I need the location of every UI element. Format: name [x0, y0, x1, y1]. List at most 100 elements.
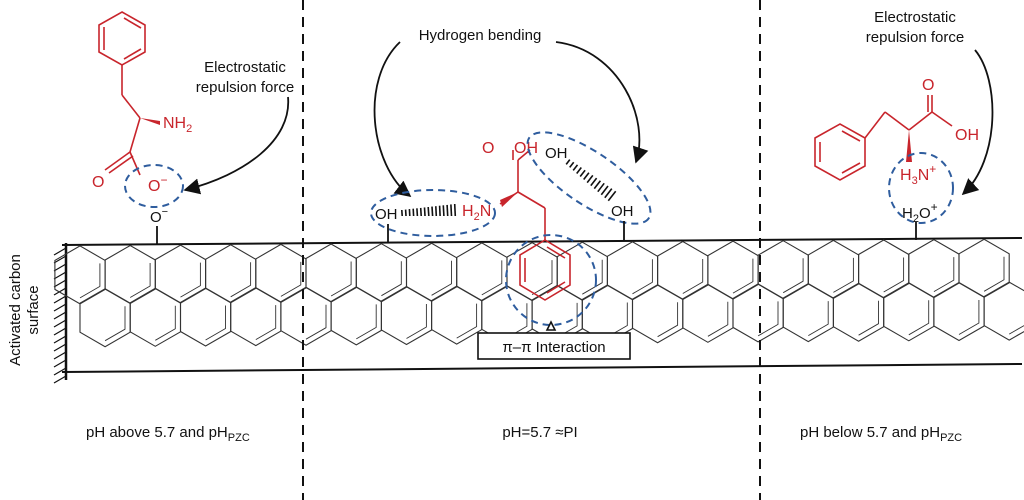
hatch-mark — [53, 327, 67, 336]
force-label-line-2: repulsion force — [866, 29, 964, 46]
carbon-ring-inner-bond — [104, 306, 126, 342]
acid-hydroxyl: OH — [955, 127, 979, 144]
panel-right: Electrostatic repulsion force O OH H3N+ … — [800, 9, 994, 444]
wedge-bond — [906, 130, 912, 162]
hatch-mark — [53, 319, 67, 328]
carbon-ring-inner-bond — [356, 304, 377, 340]
pi-pi-box — [477, 332, 631, 360]
repulsion-highlight — [124, 164, 184, 208]
hbond-hash — [590, 177, 598, 187]
carbon-surface — [53, 237, 1024, 384]
carbon-ring — [154, 244, 207, 304]
hbond-hash — [431, 206, 434, 217]
carbon-ring-inner-bond — [1008, 325, 1024, 335]
surface-hydronium-group: H2O+ — [902, 200, 938, 225]
wedge-bond — [140, 118, 160, 125]
carbon-ring-inner-bond — [456, 303, 478, 339]
carbon-ring — [832, 282, 885, 342]
carbon-ring — [255, 243, 307, 304]
hbond-highlight-left — [370, 189, 496, 237]
carbon-ring-inner-bond — [757, 301, 779, 337]
bending-arrow-right — [555, 41, 649, 164]
hbond-hash — [419, 207, 422, 217]
hatch-mark — [53, 367, 67, 376]
acid-hydroxyl: OH — [514, 140, 538, 157]
surface-label-line-1: Activated carbon — [7, 254, 24, 366]
benzene-ring — [98, 11, 146, 66]
carbon-ring — [280, 286, 332, 346]
carbonyl-oxygen: O — [92, 174, 104, 191]
hydrogen-bond-right — [565, 159, 617, 202]
hbond-hash — [565, 159, 571, 165]
carbonyl-oxygen: O — [482, 140, 494, 157]
force-label-line-1: Electrostatic — [204, 59, 286, 76]
hbond-hash — [597, 182, 605, 193]
hbond-highlight-right — [526, 131, 652, 225]
surface-bottom-edge — [61, 363, 1023, 373]
hbond-hash — [600, 185, 609, 196]
condition-label: pH=5.7 ≈PI — [502, 424, 577, 441]
carboxylate-oxygen: O− — [148, 173, 167, 195]
force-label-line-1: Electrostatic — [874, 9, 956, 26]
hbond-hash — [423, 207, 426, 217]
surface-label-line-2: surface — [25, 285, 42, 334]
carbon-ring-inner-bond — [782, 258, 804, 294]
carbon-ring — [983, 281, 1024, 341]
carbon-ring-inner-bond — [682, 259, 704, 294]
carbon-ring — [104, 244, 156, 305]
carbon-ring — [54, 245, 106, 305]
carbon-ring — [757, 240, 809, 300]
hbond-hash — [572, 164, 579, 171]
carbon-ring — [305, 243, 357, 303]
panel-separators — [302, 0, 761, 500]
hatch-mark — [53, 335, 67, 344]
carbon-ring — [431, 285, 483, 345]
hatch-mark — [53, 375, 67, 384]
hatch-mark — [53, 255, 67, 264]
graphene-lattice — [54, 238, 1024, 348]
phenylalanine-anion — [98, 11, 160, 176]
carbon-ring — [179, 287, 232, 347]
surface-hydroxyl-right: OH — [611, 203, 634, 220]
benzene-ring — [519, 239, 571, 301]
carbon-ring-inner-bond — [908, 300, 930, 336]
carbon-ring-inner-bond — [79, 263, 101, 299]
carbon-ring-inner-bond — [230, 262, 252, 298]
pi-pi-highlight — [505, 234, 597, 326]
carbon-ring-inner-bond — [481, 260, 503, 296]
carbon-ring-inner-bond — [180, 262, 201, 298]
repulsion-arrow — [961, 49, 994, 196]
carbon-ring — [958, 238, 1010, 298]
carbon-ring-inner-bond — [632, 259, 653, 295]
acid-hydroxyl-bonded: OH — [545, 145, 568, 162]
hatch-mark — [53, 351, 67, 360]
hatch-mark — [53, 343, 67, 352]
carbon-ring — [883, 282, 935, 342]
carbon-ring-inner-bond — [406, 304, 427, 339]
surface-oxide-group: O− — [150, 206, 168, 226]
hatch-mark — [53, 295, 67, 304]
amine-group: NH2 — [163, 115, 192, 135]
carbon-ring-inner-bond — [883, 257, 905, 293]
panel-left: NH2 O O− O− Electrostatic repulsion forc… — [86, 11, 294, 444]
hatch-mark — [53, 279, 67, 288]
carbon-ring-inner-bond — [958, 300, 980, 335]
carbon-ring-inner-bond — [255, 305, 277, 340]
hbond-hash — [435, 206, 438, 217]
hatch-mark — [53, 287, 67, 296]
hbond-hash — [579, 169, 586, 177]
carbon-ring — [807, 239, 860, 300]
hydrogen-bending-label: Hydrogen bending — [419, 27, 542, 44]
carbon-ring — [707, 240, 759, 300]
condition-label: pH above 5.7 and pHPZC — [86, 424, 250, 444]
carbon-ring — [205, 244, 257, 304]
carbon-ring — [858, 239, 910, 299]
carbon-ring-inner-bond — [305, 304, 327, 340]
hbond-hash — [446, 204, 449, 217]
wedge-bond — [500, 192, 518, 207]
wall-hatching — [53, 247, 67, 384]
carbon-ring-inner-bond — [983, 256, 1005, 292]
carbon-ring-inner-bond — [607, 302, 628, 338]
carbon-ring-inner-bond — [129, 263, 151, 298]
surface-hydroxyl-left: OH — [375, 206, 398, 223]
